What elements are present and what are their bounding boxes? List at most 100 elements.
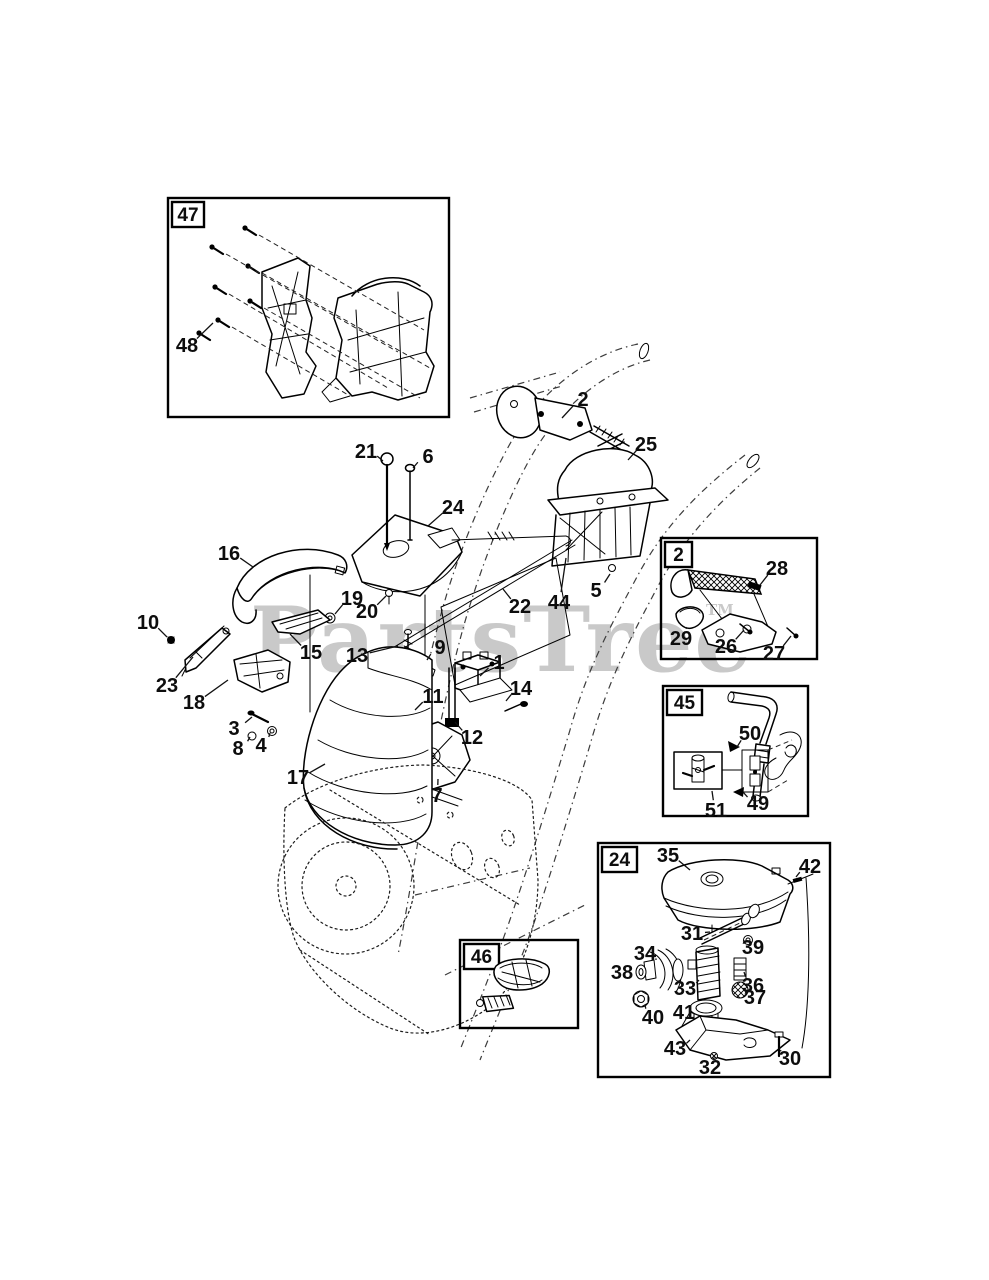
leader-1 — [479, 667, 489, 677]
gearbox-half-right — [333, 281, 435, 401]
callout-24: 24 — [442, 497, 465, 519]
leader-12 — [454, 721, 463, 731]
leader-36 — [743, 971, 747, 977]
main-assembly — [167, 385, 669, 1036]
callout-50: 50 — [739, 723, 761, 745]
callout-20: 20 — [356, 601, 378, 623]
callout-1: 1 — [493, 652, 504, 674]
universal-joint-detail-51 — [681, 754, 716, 783]
leader-27 — [782, 635, 792, 647]
bracket-12 — [445, 667, 459, 727]
valve-stem-31 — [699, 903, 760, 945]
mount-bracket-18 — [233, 649, 291, 693]
leader-18 — [204, 679, 229, 698]
callout-8: 8 — [232, 738, 243, 760]
screw-27 — [786, 627, 799, 639]
leader-33 — [695, 979, 700, 984]
leader-2 — [561, 405, 574, 419]
nut-4 — [267, 726, 277, 736]
inset-box-2 — [659, 536, 819, 661]
inset-47-content — [196, 225, 435, 403]
callout-5: 5 — [590, 580, 601, 602]
lever-grip — [686, 569, 763, 595]
callout-12: 12 — [461, 727, 483, 749]
leader-20 — [376, 595, 387, 606]
inset-label-47: 47 — [177, 205, 198, 226]
leader-22 — [502, 588, 512, 600]
callout-37: 37 — [744, 987, 766, 1009]
leader-21 — [376, 455, 384, 462]
frame-tube-left-inner — [397, 359, 651, 956]
arrow-50 — [728, 741, 740, 752]
callout-21: 21 — [355, 441, 377, 463]
fuel-line-42 — [787, 873, 814, 1049]
plate-hole-2 — [742, 624, 752, 634]
callout-22: 22 — [509, 596, 531, 618]
screw-32 — [710, 1052, 718, 1060]
mount-plate-43 — [675, 1011, 791, 1061]
leader-44 — [560, 557, 567, 593]
cable-bracket-23 — [181, 625, 231, 677]
inset-label-box-24 — [600, 845, 639, 874]
callout-3: 3 — [228, 718, 239, 740]
callout-44: 44 — [548, 592, 571, 614]
inset-label-box-46 — [462, 942, 501, 971]
callout-4: 4 — [255, 735, 267, 757]
leader-26 — [735, 629, 745, 640]
frame-tube-end — [638, 342, 650, 360]
callout-25: 25 — [635, 434, 657, 456]
gearbox-foot — [321, 377, 351, 403]
leader-6 — [412, 461, 419, 469]
inset-label-45: 45 — [674, 693, 696, 714]
callout-11: 11 — [422, 686, 443, 708]
frame-panel — [440, 557, 571, 686]
filter-37 — [731, 981, 749, 999]
inset-46-content — [476, 958, 550, 1013]
gearbox-left-port — [283, 303, 297, 315]
watermark: PartsTree TM — [250, 587, 754, 693]
callout-17: 17 — [287, 767, 309, 789]
leader-14 — [505, 694, 512, 702]
joint-projection-lines — [767, 739, 793, 793]
callout-31: 31 — [681, 923, 703, 945]
gearbox-right-ribs — [347, 291, 427, 397]
leader-11 — [414, 701, 424, 711]
inset-box-46 — [458, 938, 580, 1030]
bolt-14 — [504, 701, 528, 712]
frame-lower-1 — [414, 867, 531, 896]
callout-48: 48 — [176, 335, 198, 357]
frame-crossbar-1 — [469, 371, 561, 399]
callout-27: 27 — [763, 643, 785, 665]
callout-19: 19 — [341, 588, 363, 610]
inset-label-box-45 — [665, 688, 704, 717]
leader-42 — [795, 871, 801, 878]
leader-17 — [309, 763, 326, 774]
leader-10 — [157, 627, 168, 638]
frame-tube-end-right — [746, 453, 760, 469]
frame-tube-right-inner — [479, 467, 761, 1061]
crank-mount-bracket — [764, 731, 802, 780]
belt-cover — [351, 514, 463, 597]
washer-38 — [635, 964, 647, 980]
callout-51: 51 — [705, 800, 727, 822]
leader-3 — [244, 716, 253, 724]
leader-8 — [247, 736, 251, 742]
valve-body-33 — [687, 945, 721, 1001]
watermark-text: PartsTree — [250, 587, 754, 693]
spring-screw-46 — [476, 994, 515, 1013]
nut-40 — [632, 990, 650, 1008]
leader-9 — [426, 653, 432, 661]
leader-39 — [742, 939, 748, 943]
leader-25 — [627, 450, 637, 461]
callout-14: 14 — [510, 678, 533, 700]
callout-33: 33 — [674, 978, 696, 1000]
leader-28 — [759, 574, 769, 586]
crank-mount-curl — [784, 744, 797, 758]
callout-15: 15 — [300, 642, 322, 664]
callout-30: 30 — [779, 1048, 801, 1070]
callout-29: 29 — [670, 628, 692, 650]
callout-41: 41 — [673, 1002, 695, 1024]
